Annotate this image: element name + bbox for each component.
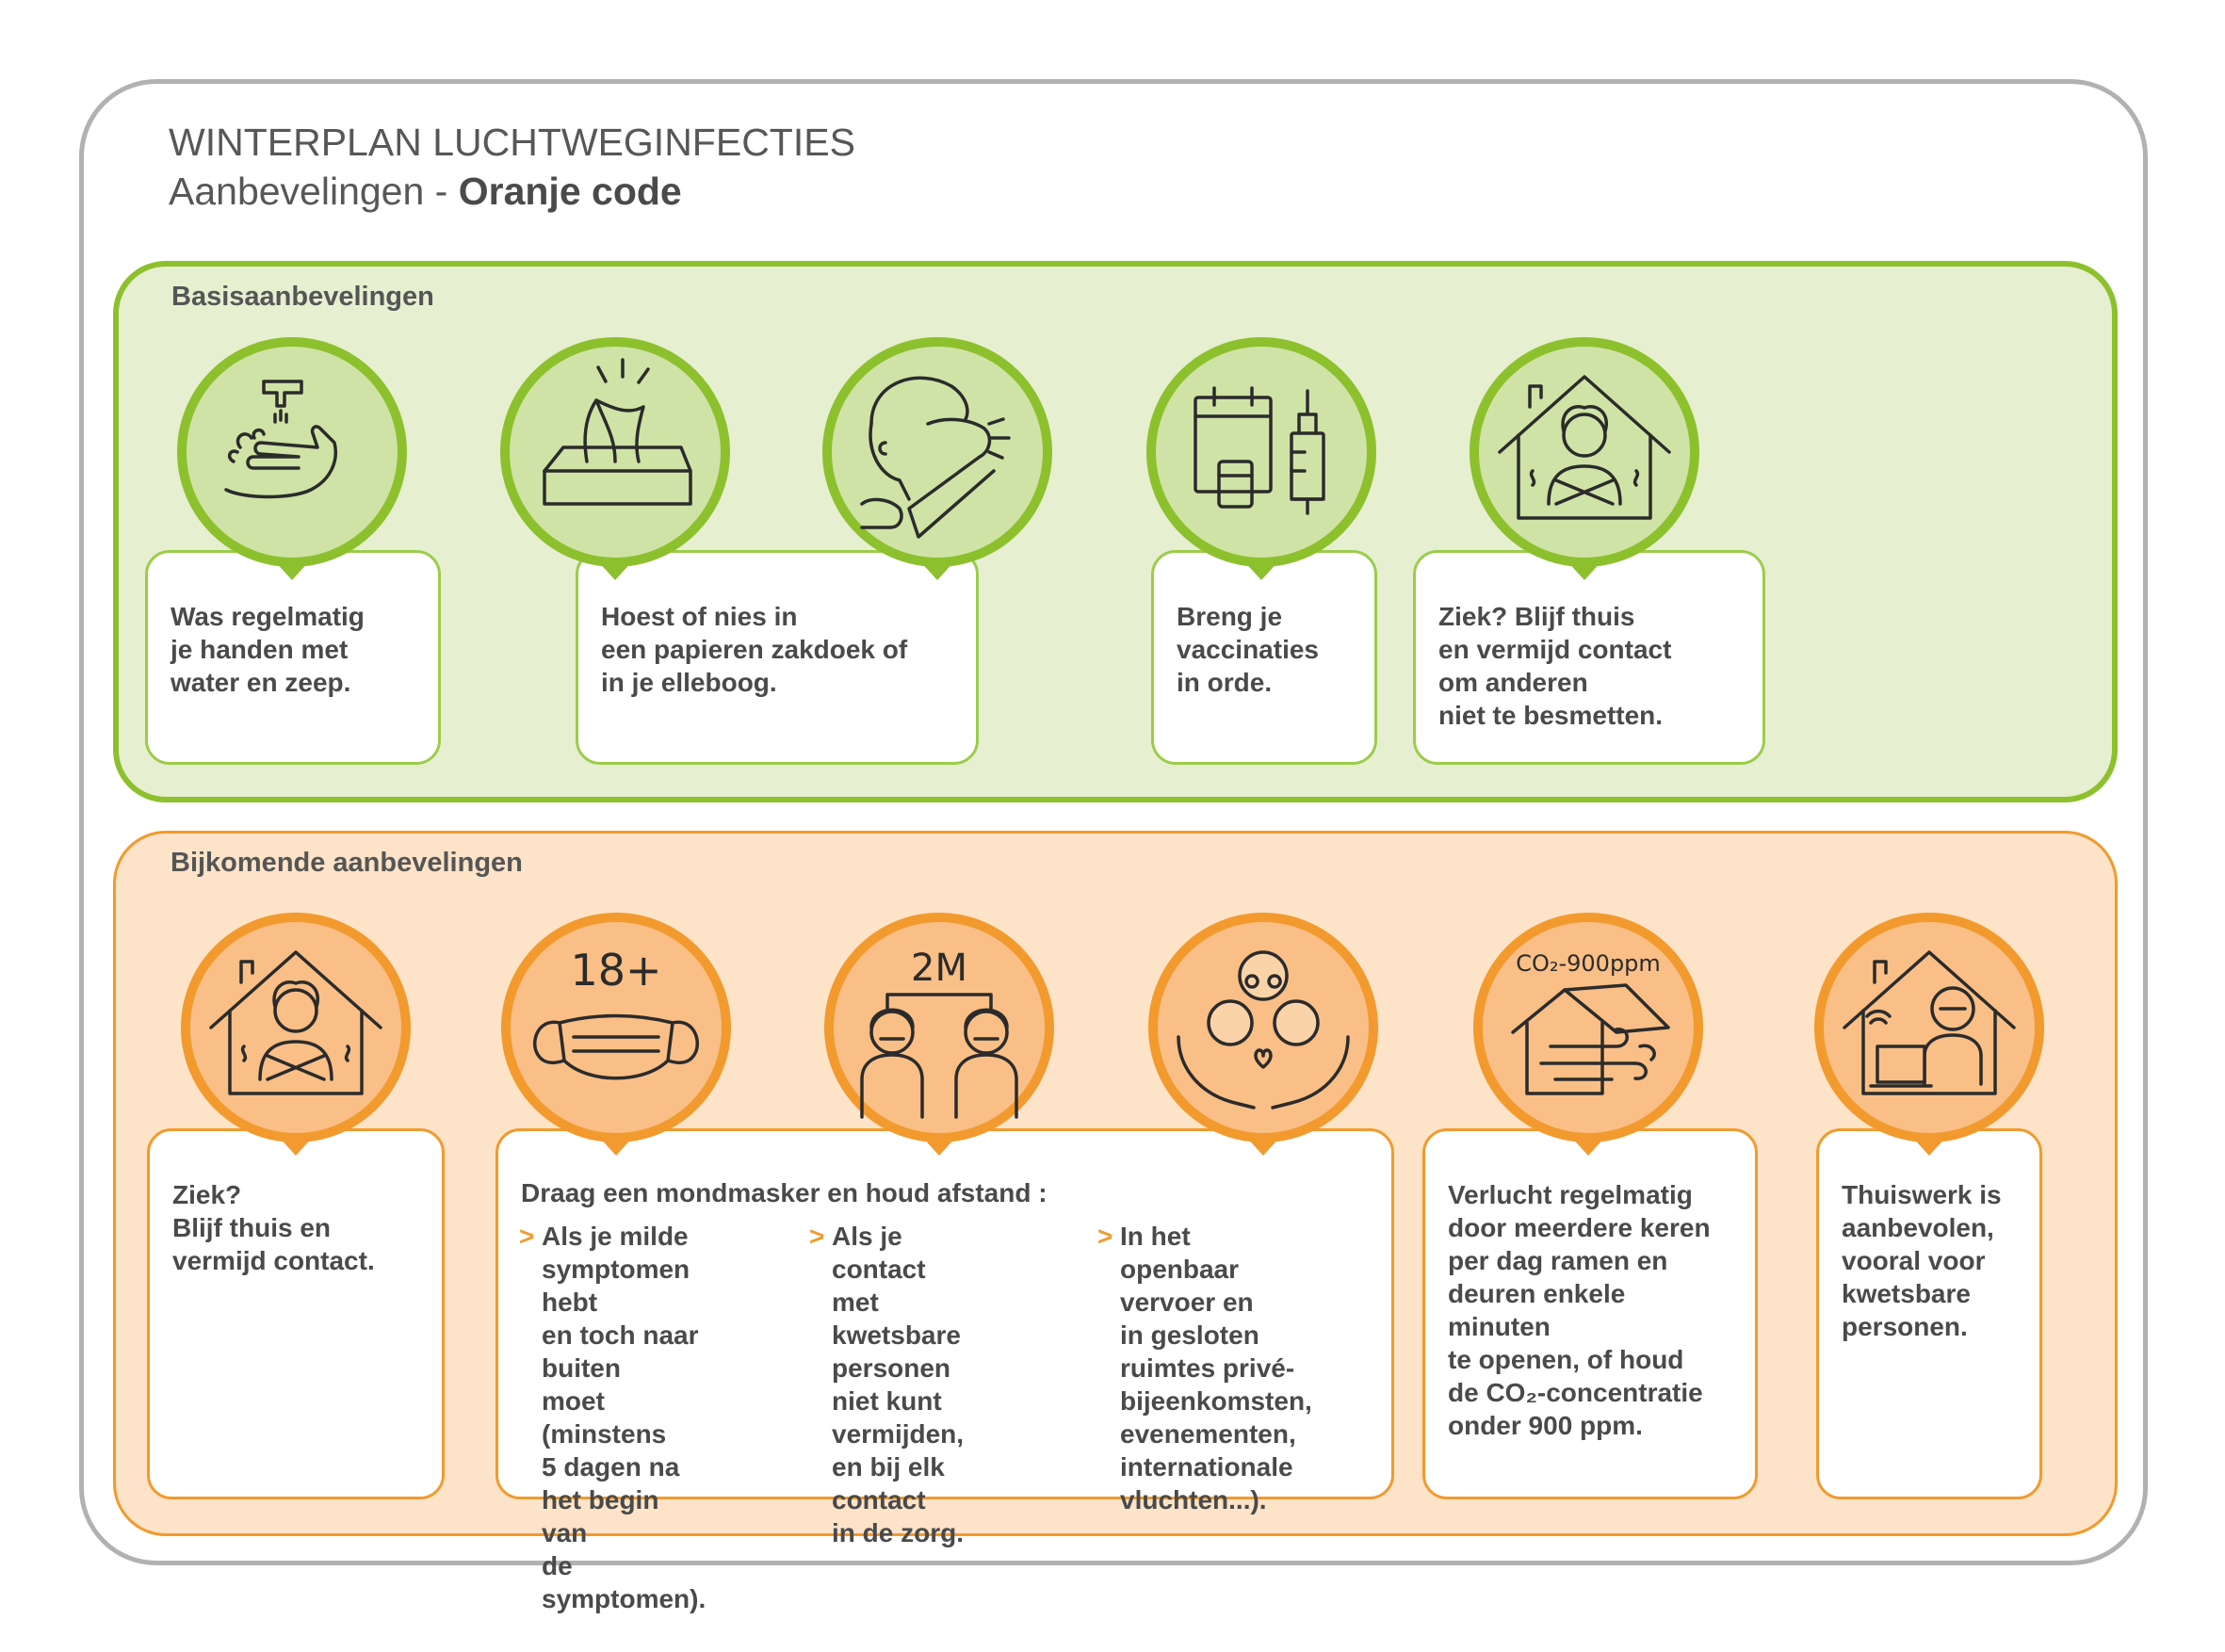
vulnerable-people-icon bbox=[1147, 912, 1379, 1156]
mask-bullet-text: Als je milde symptomen hebt en toch naar… bbox=[542, 1222, 706, 1613]
basis-card-vaccination: Breng je vaccinaties in orde. bbox=[1151, 550, 1377, 765]
extra-card-stay-home: Ziek? Blijf thuis en vermijd contact. bbox=[147, 1128, 445, 1499]
home-work-icon bbox=[1813, 912, 2045, 1156]
stay-home-icon bbox=[1469, 336, 1700, 580]
mask-intro: Draag een mondmasker en houd afstand : bbox=[521, 1178, 1048, 1207]
hand-washing-icon bbox=[176, 336, 408, 580]
page-subtitle: Aanbevelingen - Oranje code bbox=[169, 170, 682, 214]
basis-panel-label: Basisaanbevelingen bbox=[171, 282, 434, 312]
basis-card-stay-home: Ziek? Blijf thuis en vermijd contact om … bbox=[1413, 550, 1765, 765]
distance-icon: 2M bbox=[823, 912, 1055, 1156]
distance-badge: 2M bbox=[911, 947, 967, 990]
subtitle-prefix: Aanbevelingen - bbox=[169, 170, 459, 213]
ventilation-icon: CO₂-900ppm bbox=[1472, 912, 1704, 1156]
bullet-marker: > bbox=[809, 1222, 825, 1251]
basis-card-text: Was regelmatig je handen met water en ze… bbox=[171, 602, 365, 697]
basis-card-handwashing: Was regelmatig je handen met water en ze… bbox=[145, 550, 441, 765]
mask-bullet-text: In het openbaar vervoer en in gesloten r… bbox=[1120, 1222, 1312, 1514]
extra-card-home-work: Thuiswerk is aanbevolen, vooral voor kwe… bbox=[1816, 1128, 2042, 1499]
vaccination-icon bbox=[1145, 336, 1377, 580]
face-mask-icon: 18+ bbox=[500, 912, 732, 1156]
basis-card-text: Breng je vaccinaties in orde. bbox=[1177, 602, 1319, 697]
bullet-marker: > bbox=[1097, 1222, 1113, 1251]
extra-panel-label: Bijkomende aanbevelingen bbox=[171, 848, 523, 878]
basis-card-text: Ziek? Blijf thuis en vermijd contact om … bbox=[1438, 602, 1672, 730]
extra-card-mask: Draag een mondmasker en houd afstand : >… bbox=[495, 1128, 1394, 1613]
basis-card-cough: Hoest of nies in een papieren zakdoek of… bbox=[576, 550, 979, 765]
basis-panel: Basisaanbevelingen bbox=[113, 261, 2118, 802]
bullet-marker: > bbox=[519, 1222, 535, 1251]
page-frame bbox=[79, 79, 2148, 1565]
extra-card-ventilation: Verlucht regelmatig door meerdere keren … bbox=[1422, 1128, 1758, 1499]
page-title: WINTERPLAN LUCHTWEGINFECTIES bbox=[169, 121, 855, 164]
tissue-box-icon bbox=[499, 336, 731, 580]
extra-card-text: Thuiswerk is aanbevolen, vooral voor kwe… bbox=[1842, 1180, 2002, 1341]
cough-elbow-icon bbox=[821, 336, 1053, 580]
extra-card-text: Ziek? Blijf thuis en vermijd contact. bbox=[172, 1180, 375, 1275]
code-label: Oranje code bbox=[458, 170, 682, 213]
basis-card-text: Hoest of nies in een papieren zakdoek of… bbox=[601, 602, 908, 697]
co2-badge: CO₂-900ppm bbox=[1516, 950, 1661, 977]
age-badge: 18+ bbox=[570, 945, 661, 996]
extra-card-text: Verlucht regelmatig door meerdere keren … bbox=[1448, 1180, 1711, 1440]
mask-bullet-text: Als je contact met kwetsbare personen ni… bbox=[832, 1222, 965, 1547]
stay-home-icon bbox=[180, 912, 412, 1156]
